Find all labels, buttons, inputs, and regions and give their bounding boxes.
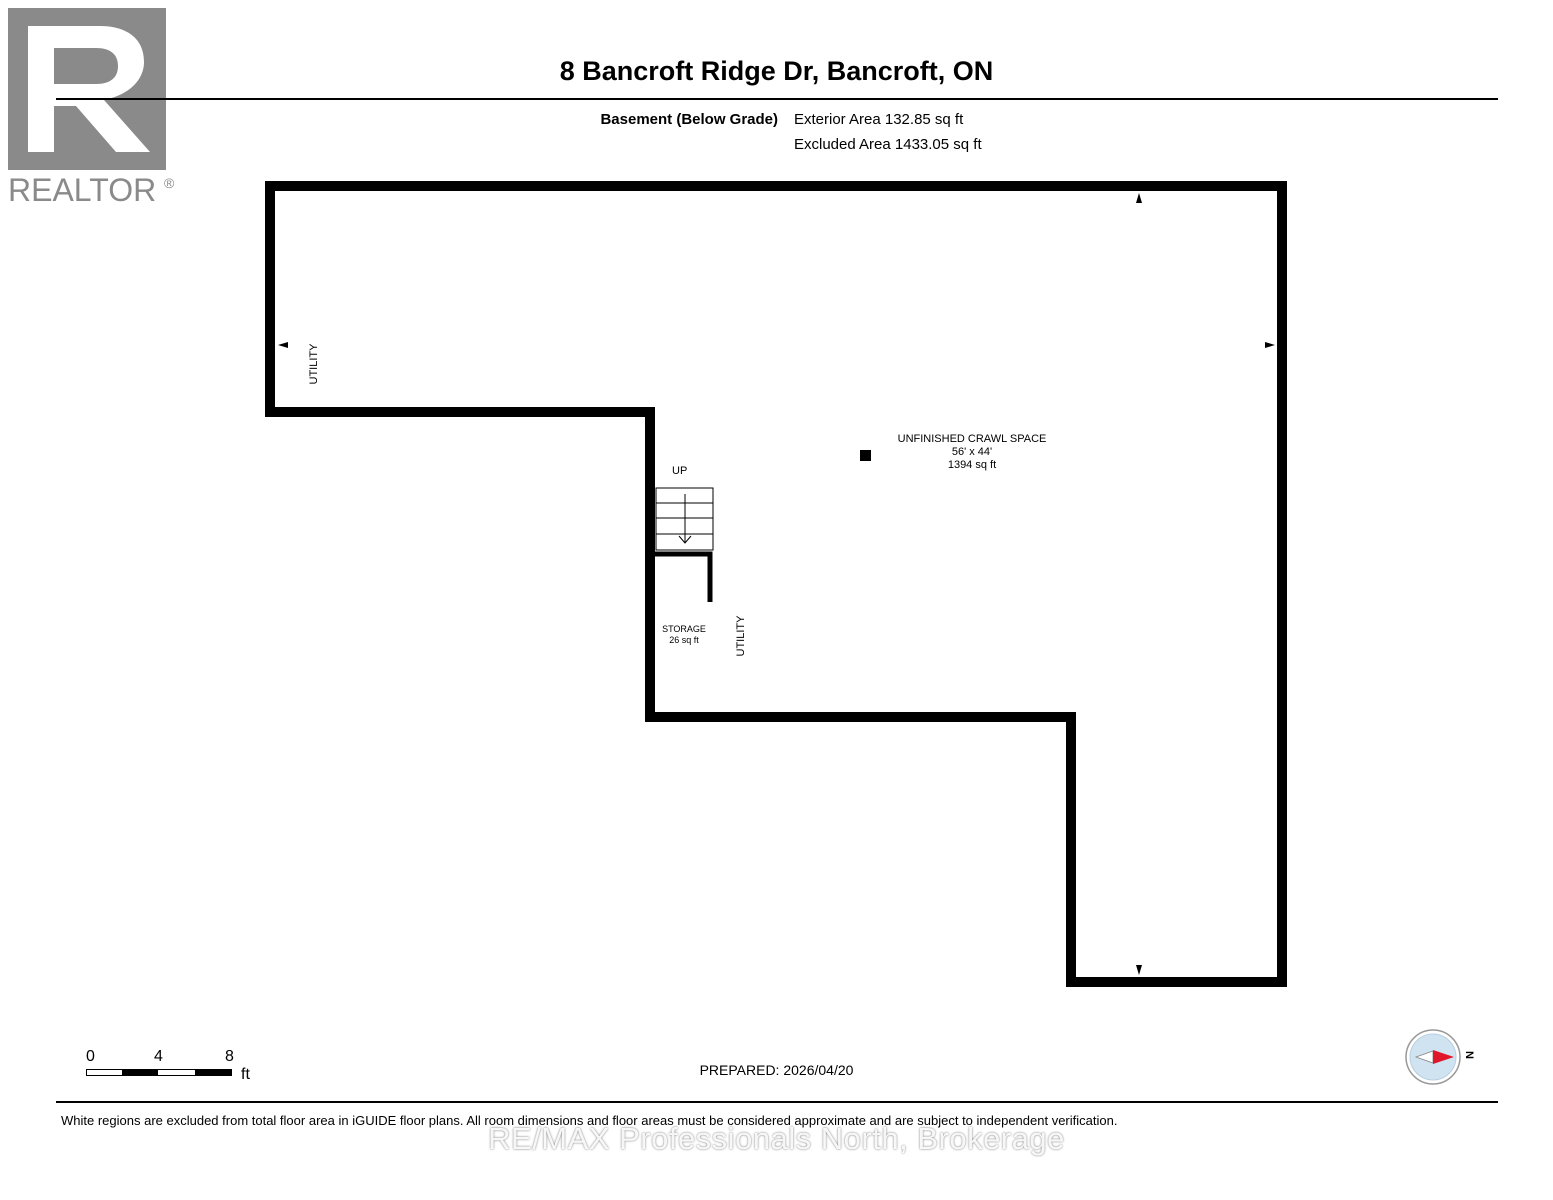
scale-bar-graphic (86, 1069, 232, 1076)
scale-unit: ft (241, 1066, 250, 1083)
header-divider (56, 98, 1498, 100)
room-crawl-space: UNFINISHED CRAWL SPACE 56' x 44' 1394 sq… (862, 433, 1082, 472)
support-post (860, 450, 871, 461)
marker-arrow-up-icon (1136, 193, 1142, 203)
stairs-up-label: UP (672, 465, 688, 477)
marker-arrow-left-icon (278, 342, 288, 348)
marker-arrows (278, 193, 1275, 975)
stairs (655, 487, 714, 551)
scale-tick-4: 4 (154, 1048, 163, 1065)
footer-divider (56, 1101, 1498, 1103)
room-name: STORAGE (662, 624, 706, 634)
realtor-wordmark: REALTOR (8, 172, 156, 208)
utility-label-left: UTILITY (308, 343, 320, 385)
compass-north-label: N (1462, 1051, 1475, 1059)
compass-icon: N (1402, 1026, 1482, 1088)
room-dimensions: 56' x 44' (951, 446, 993, 458)
marker-arrow-down-icon (1136, 965, 1142, 975)
disclaimer-text: White regions are excluded from total fl… (61, 1113, 1118, 1128)
exterior-area: Exterior Area 132.85 sq ft (794, 111, 964, 128)
level-name: Basement (Below Grade) (600, 111, 778, 128)
prepared-date: PREPARED: 2026/04/20 (699, 1062, 854, 1078)
marker-arrow-right-icon (1265, 342, 1275, 348)
utility-label-mid: UTILITY (735, 615, 747, 657)
scale-bar: 0 4 8 ft (80, 1046, 270, 1086)
realtor-logo-icon: REALTOR ® (8, 8, 175, 208)
scale-tick-8: 8 (225, 1048, 234, 1065)
property-address-title: 8 Bancroft Ridge Dr, Bancroft, ON (559, 56, 994, 86)
room-area: 1394 sq ft (947, 459, 997, 471)
room-storage: STORAGE 26 sq ft (648, 624, 720, 646)
scale-tick-0: 0 (86, 1048, 95, 1065)
brokerage-watermark: RE/MAX Professionals North, Brokerage (488, 1121, 1065, 1156)
storage-wall (655, 551, 713, 602)
room-name: UNFINISHED CRAWL SPACE (897, 433, 1047, 445)
registered-mark: ® (164, 175, 175, 191)
exterior-wall (265, 181, 1287, 987)
room-area: 26 sq ft (669, 635, 699, 645)
excluded-area: Excluded Area 1433.05 sq ft (794, 136, 982, 153)
